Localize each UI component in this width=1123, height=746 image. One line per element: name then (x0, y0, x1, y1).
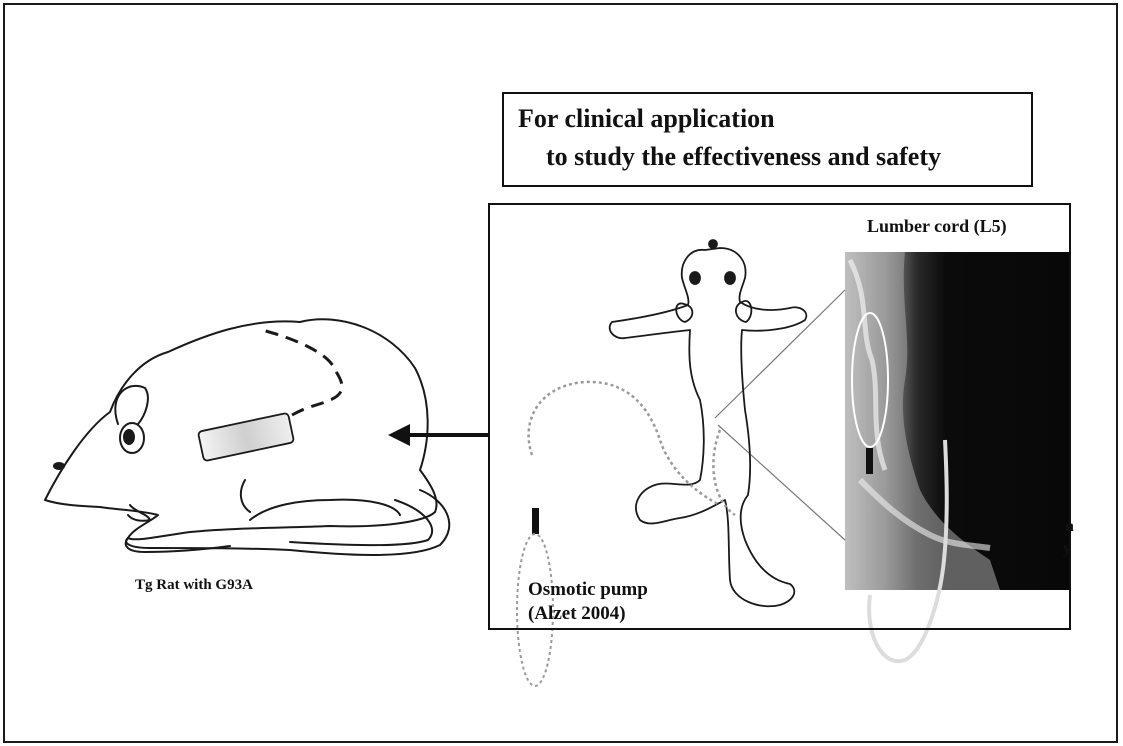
title-box: For clinical application to study the ef… (502, 92, 1033, 187)
experiment-panel (488, 203, 1071, 630)
implanted-catheter (262, 330, 342, 415)
rat-hind-leg (250, 500, 400, 520)
lumbar-cord-label: Lumber cord (L5) (867, 216, 1007, 237)
implanted-pump-body (198, 413, 294, 461)
title-line-1: For clinical application (518, 104, 775, 134)
rat-tail-inner (290, 500, 432, 545)
cut-off-text-2: y (1063, 540, 1071, 558)
cut-off-text-1: n (1065, 518, 1074, 536)
rat-foot (126, 538, 230, 552)
osmotic-pump-label: Osmotic pump (528, 579, 648, 601)
title-line-2: to study the effectiveness and safety (546, 142, 941, 172)
implanted-pump (198, 330, 342, 461)
flow-arrow (388, 424, 488, 446)
rat-knee (241, 480, 250, 512)
osmotic-pump-model-label: (Alzet 2004) (528, 603, 626, 625)
rat-nostril (54, 463, 64, 469)
rat-label: Tg Rat with G93A (135, 577, 253, 594)
rat-eye (124, 430, 134, 444)
